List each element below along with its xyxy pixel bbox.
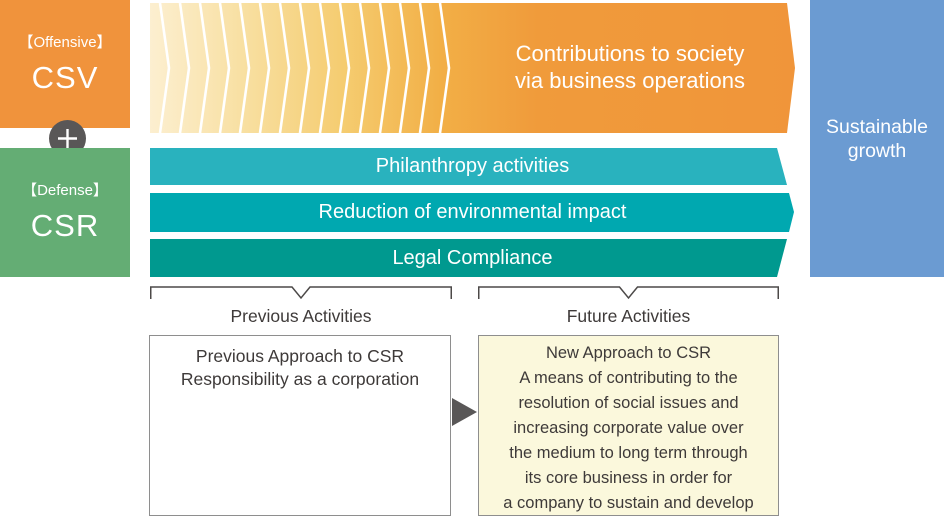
new-approach-line: the medium to long term through [509, 444, 748, 462]
previous-approach-line: Previous Approach to CSR [195, 346, 405, 366]
previous-activities-bracket [150, 286, 452, 300]
new-approach-line: a company to sustain and develop [503, 494, 754, 512]
csv-label: CSV [31, 59, 99, 95]
main-arrow-label: Contributions to society via business op… [460, 40, 800, 94]
new-approach-line: its core business in order for [524, 469, 733, 487]
csv-tag: 【Offensive】 [18, 33, 112, 51]
bar-legal-compliance-label: Legal Compliance [392, 246, 553, 269]
new-approach-line: New Approach to CSR [545, 344, 712, 362]
bar-environmental-label: Reduction of environmental impact [318, 201, 627, 223]
previous-approach-line: Responsibility as a corporation [180, 369, 420, 389]
new-approach-line: A means of contributing to the [519, 369, 738, 387]
bar-legal-compliance: Legal Compliance [150, 239, 787, 277]
new-approach-line: increasing corporate value over [513, 419, 744, 437]
outcome-line2: growth [847, 139, 907, 162]
new-approach-box: New Approach to CSR A means of contribut… [478, 335, 779, 516]
bar-environmental: Reduction of environmental impact [150, 193, 794, 232]
new-approach-line: resolution of social issues and [518, 394, 739, 412]
main-arrow-label-line1: Contributions to society [515, 41, 745, 66]
chevron-pattern-icon [158, 3, 451, 133]
previous-activities-label: Previous Activities [230, 306, 372, 326]
plus-icon [49, 120, 86, 157]
csr-box: 【Defense】 CSR [0, 148, 130, 277]
sustainable-growth-box: Sustainable growth [810, 0, 944, 277]
bar-philanthropy: Philanthropy activities [150, 148, 787, 185]
csv-box: 【Offensive】 CSV [0, 0, 130, 128]
main-arrow-label-line2: via business operations [515, 68, 745, 93]
transition-arrow-icon [452, 398, 477, 426]
previous-approach-box: Previous Approach to CSR Responsibility … [149, 335, 451, 516]
bar-philanthropy-label: Philanthropy activities [375, 155, 570, 177]
main-flow-arrow [150, 3, 795, 133]
csr-tag: 【Defense】 [22, 182, 108, 199]
future-activities-bracket [478, 286, 779, 300]
outcome-line1: Sustainable [826, 115, 928, 138]
csr-label: CSR [30, 208, 100, 243]
future-activities-label: Future Activities [566, 306, 691, 326]
